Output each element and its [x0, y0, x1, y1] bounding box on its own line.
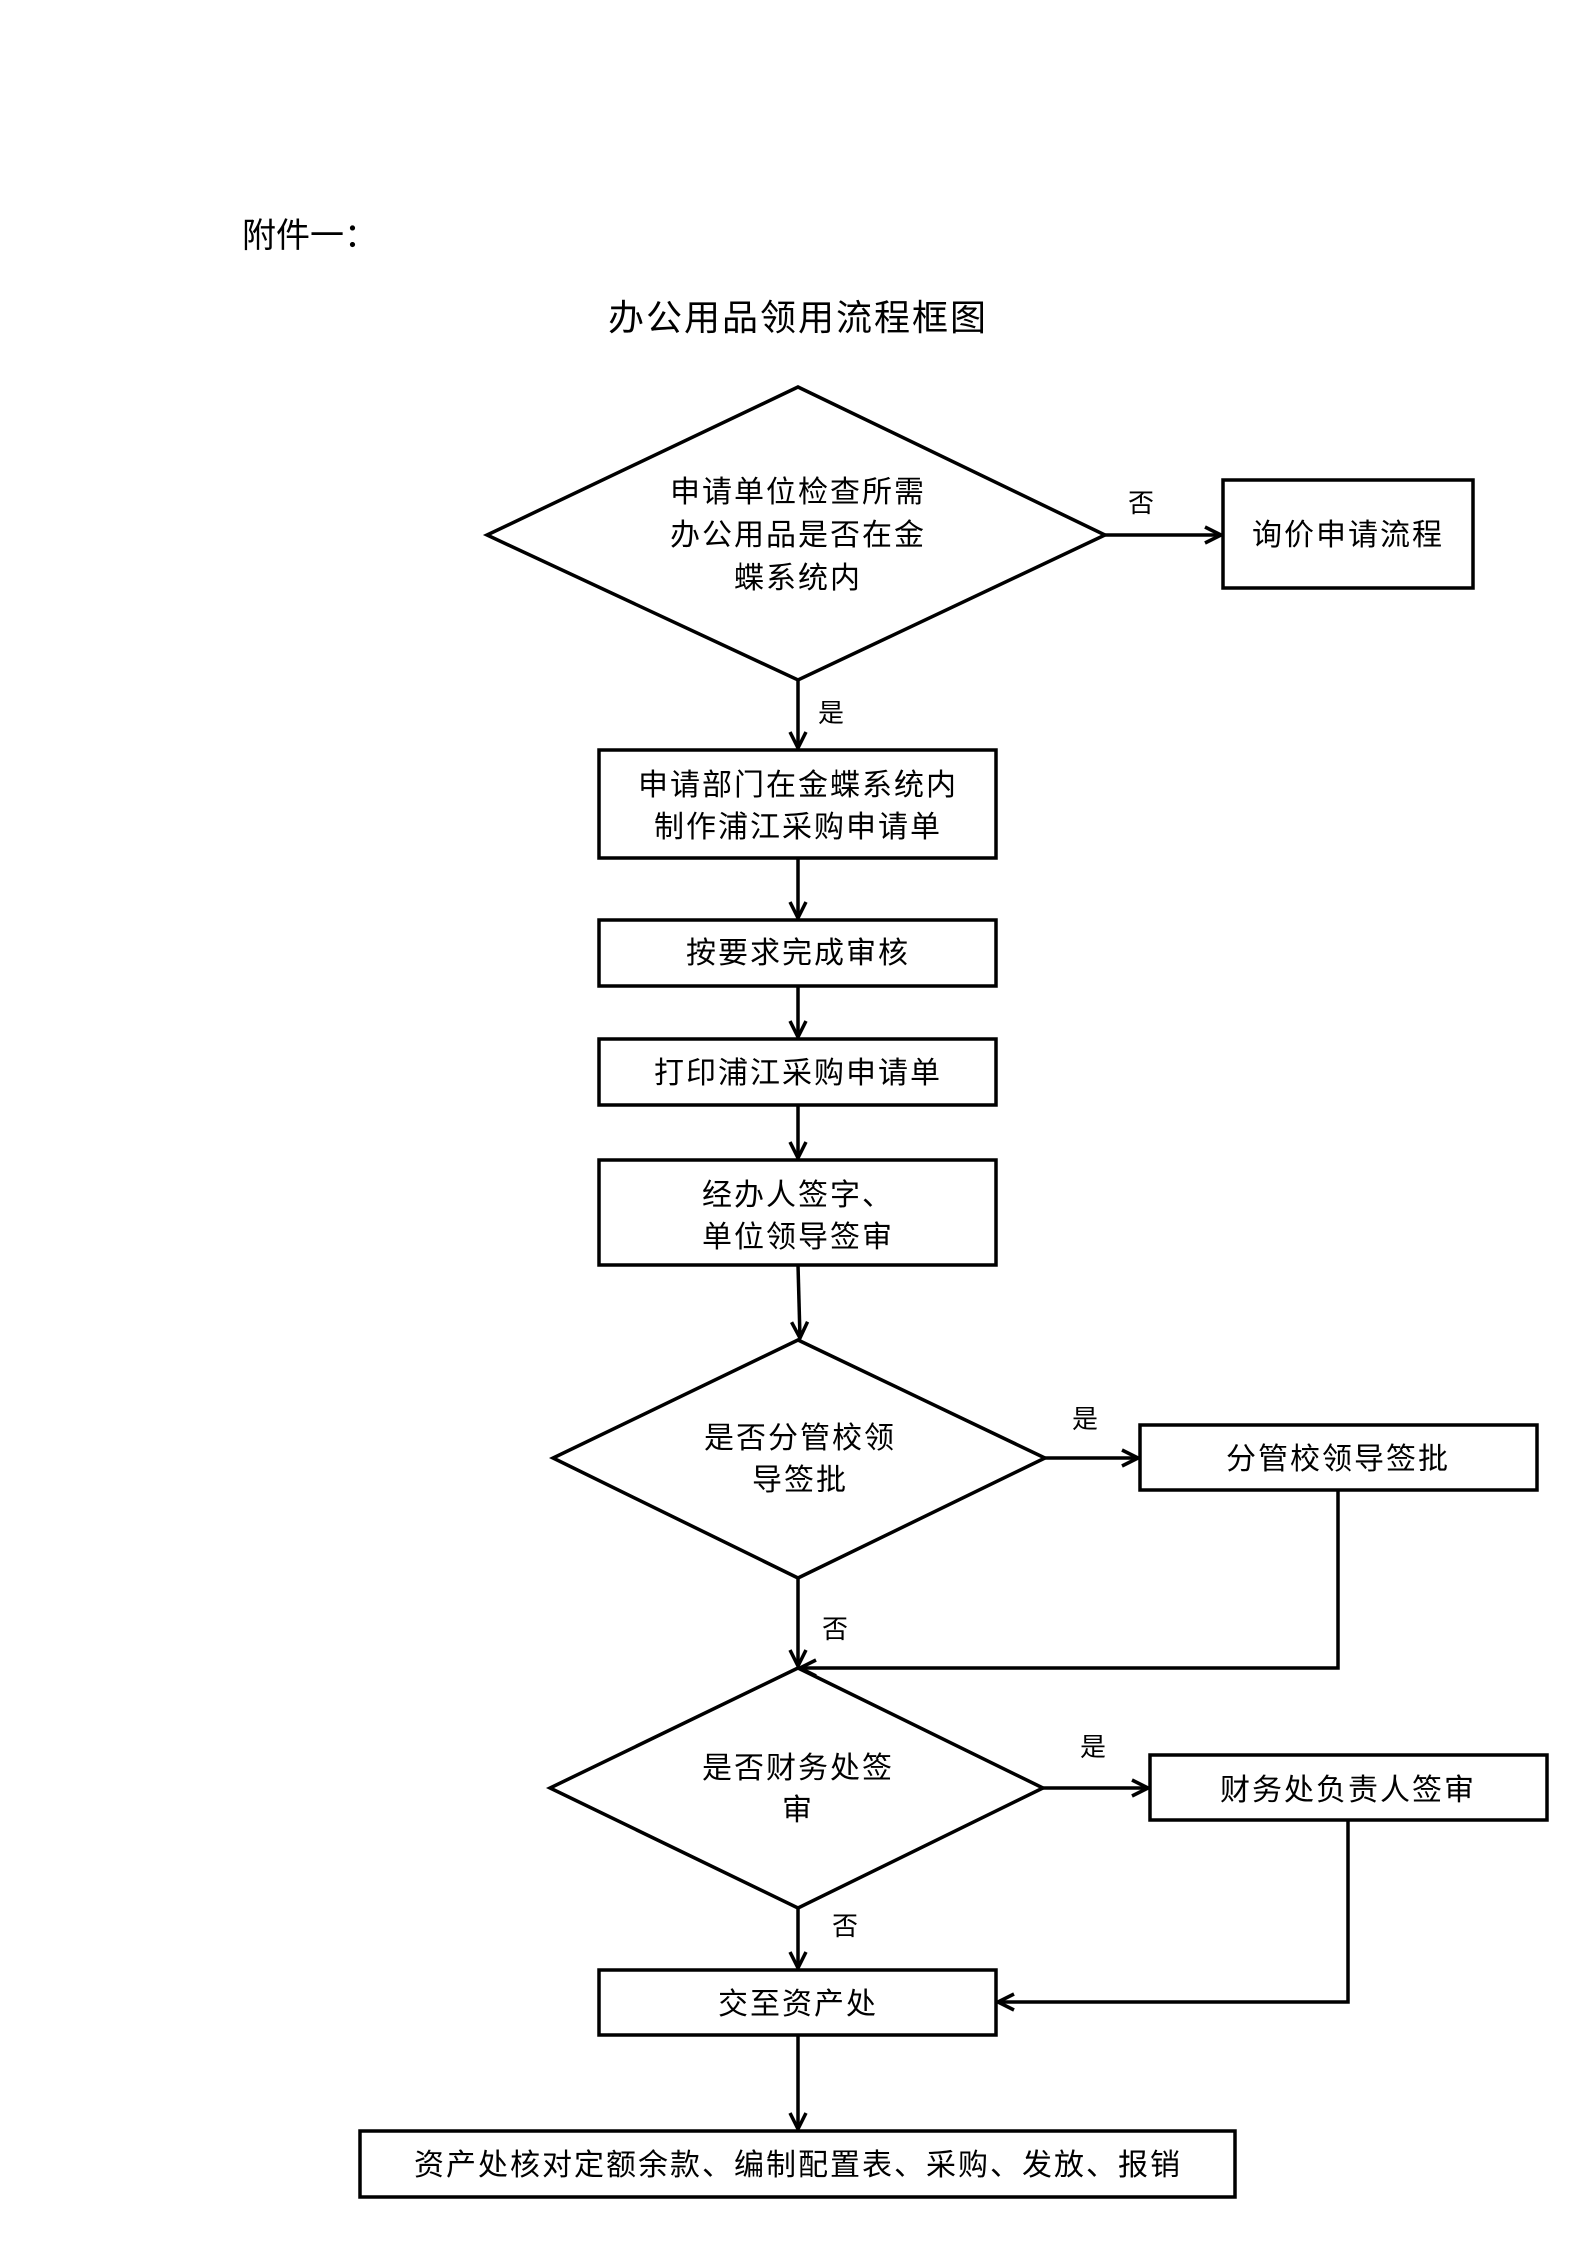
make-request-box	[597, 748, 998, 860]
finance-approve-box	[1148, 1753, 1549, 1822]
arrow-finance-approve-return	[998, 1820, 1350, 2002]
arrow-vice-approve-return	[800, 1490, 1340, 1668]
vice-decision-line-2: 导签批	[752, 1463, 848, 1498]
final-step-label: 资产处核对定额余款、编制配置表、采购、发放、报销	[414, 2148, 1182, 2183]
finance-approve-label: 财务处负责人签审	[1220, 1773, 1476, 1808]
check-kingdee-line-1: 申请单位检查所需	[670, 475, 926, 510]
print-request-label: 打印浦江采购申请单	[654, 1056, 942, 1091]
check-kingdee-line-2: 办公用品是否在金	[670, 518, 926, 553]
finance-decision-line-2: 审	[782, 1793, 814, 1828]
edge-label-no-2: 否	[822, 1615, 848, 1645]
edge-label-yes-1: 是	[818, 699, 844, 729]
vice-leader-approve-box	[1138, 1423, 1539, 1492]
make-request-line-1: 申请部门在金蝶系统内	[638, 768, 958, 803]
decision-vice-leader	[548, 1338, 1050, 1580]
final-step-box	[358, 2129, 1237, 2199]
edge-label-no-1: 否	[1128, 489, 1154, 519]
edge-label-yes-2: 是	[1072, 1405, 1098, 1435]
finance-decision-line-1: 是否财务处签	[702, 1751, 894, 1786]
complete-review-label: 按要求完成审核	[686, 936, 910, 971]
make-request-line-2: 制作浦江采购申请单	[654, 810, 942, 845]
page-title: 办公用品领用流程框图	[608, 298, 988, 339]
vice-decision-line-1: 是否分管校领	[704, 1421, 896, 1456]
vice-approve-label: 分管校领导签批	[1226, 1442, 1450, 1477]
inquiry-flow-box	[1221, 478, 1475, 590]
print-request-box	[597, 1037, 998, 1107]
arrow-sign-to-vice-decision	[798, 1264, 800, 1338]
inquiry-flow-label: 询价申请流程	[1252, 518, 1444, 553]
edge-label-yes-3: 是	[1080, 1733, 1106, 1763]
complete-review-box	[597, 918, 998, 988]
edge-label-no-3: 否	[832, 1912, 858, 1942]
check-kingdee-line-3: 蝶系统内	[734, 561, 862, 596]
attachment-label: 附件一：	[242, 216, 378, 256]
sign-line-1: 经办人签字、	[702, 1178, 894, 1213]
sign-line-2: 单位领导签审	[702, 1220, 894, 1255]
sign-box	[597, 1158, 998, 1267]
submit-assets-label: 交至资产处	[718, 1987, 878, 2022]
decision-finance	[545, 1666, 1047, 1910]
